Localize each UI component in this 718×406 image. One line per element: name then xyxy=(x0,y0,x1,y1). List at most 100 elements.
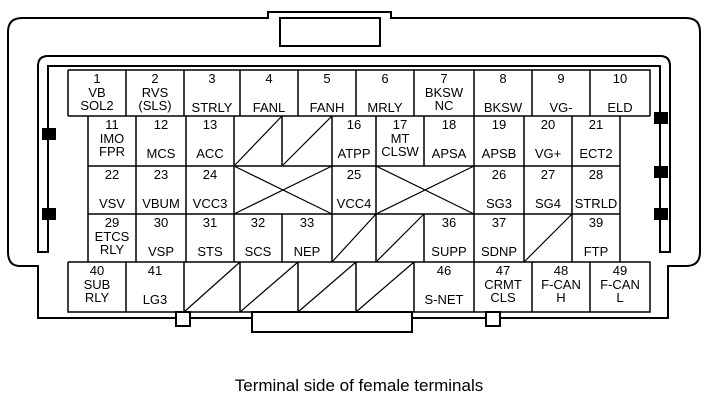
terminal-label-49-line1: F-CAN xyxy=(600,277,640,292)
empty-cavity-35 xyxy=(375,213,425,263)
empty-cavity-14 xyxy=(233,115,283,167)
terminal-number-24: 24 xyxy=(203,167,217,182)
empty-cavity-45 xyxy=(355,261,415,313)
terminal-label-30: VSP xyxy=(148,244,174,259)
terminal-label-40-line2: RLY xyxy=(85,290,110,305)
terminal-label-1-line2: SOL2 xyxy=(80,98,113,113)
terminal-label-20: VG+ xyxy=(535,146,561,161)
empty-cavity-15 xyxy=(281,115,333,167)
terminal-number-2: 2 xyxy=(151,71,158,86)
terminal-number-48: 48 xyxy=(554,263,568,278)
terminal-label-1-line1: VB xyxy=(88,85,105,100)
empty-cavity-marks xyxy=(183,115,573,313)
empty-cavity-38 xyxy=(523,213,573,263)
terminal-label-36: SUPP xyxy=(431,244,466,259)
terminal-number-47: 47 xyxy=(496,263,510,278)
terminal-number-6: 6 xyxy=(381,71,388,86)
terminal-number-21: 21 xyxy=(589,117,603,132)
terminal-label-2-line2: (SLS) xyxy=(138,98,171,113)
terminal-label-24: VCC3 xyxy=(193,196,228,211)
connector-housing-outline xyxy=(7,11,701,319)
empty-cavity-cross-a2 xyxy=(233,165,333,215)
terminal-number-16: 16 xyxy=(347,117,361,132)
terminal-label-23: VBUM xyxy=(142,196,180,211)
terminal-label-39: FTP xyxy=(584,244,609,259)
terminal-label-49-line2: L xyxy=(616,290,623,305)
terminal-label-4: FANL xyxy=(253,100,286,115)
terminal-number-49: 49 xyxy=(613,263,627,278)
terminal-label-29-line1: ETCS xyxy=(95,229,130,244)
terminal-number-9: 9 xyxy=(557,71,564,86)
terminal-label-32: SCS xyxy=(245,244,272,259)
terminal-number-33: 33 xyxy=(300,215,314,230)
terminal-number-18: 18 xyxy=(442,117,456,132)
terminal-number-31: 31 xyxy=(203,215,217,230)
terminal-label-48-line1: F-CAN xyxy=(541,277,581,292)
terminal-label-7-line1: BKSW xyxy=(425,85,464,100)
right-key-tab-middle xyxy=(654,166,668,178)
terminal-label-28: STRLD xyxy=(575,196,618,211)
terminal-number-41: 41 xyxy=(148,263,162,278)
terminal-labels: 1VBSOL22RVS(SLS)3STRLY4FANL5FANH6MRLY7BK… xyxy=(80,71,639,307)
terminal-number-3: 3 xyxy=(208,71,215,86)
terminal-number-5: 5 xyxy=(323,71,330,86)
terminal-label-19: APSB xyxy=(482,146,517,161)
terminal-label-10: ELD xyxy=(607,100,632,115)
terminal-number-17: 17 xyxy=(393,117,407,132)
terminal-label-33: NEP xyxy=(294,244,321,259)
terminal-number-25: 25 xyxy=(347,167,361,182)
top-latch xyxy=(279,17,381,47)
terminal-label-12: MCS xyxy=(147,146,176,161)
terminal-label-37: SDNP xyxy=(481,244,517,259)
terminal-label-22: VSV xyxy=(99,196,125,211)
terminal-label-17-line2: CLSW xyxy=(381,144,419,159)
terminal-number-23: 23 xyxy=(154,167,168,182)
terminal-number-26: 26 xyxy=(492,167,506,182)
terminal-label-46: S-NET xyxy=(425,292,464,307)
empty-cavity-43 xyxy=(239,261,299,313)
terminal-label-47-line1: CRMT xyxy=(484,277,522,292)
terminal-number-1: 1 xyxy=(93,71,100,86)
terminal-number-13: 13 xyxy=(203,117,217,132)
empty-cavity-34 xyxy=(331,213,377,263)
terminal-label-13: ACC xyxy=(196,146,223,161)
terminal-label-48-line2: H xyxy=(556,290,565,305)
terminal-number-8: 8 xyxy=(499,71,506,86)
terminal-number-10: 10 xyxy=(613,71,627,86)
terminal-number-36: 36 xyxy=(442,215,456,230)
bottom-latch xyxy=(175,311,501,333)
terminal-label-6: MRLY xyxy=(367,100,402,115)
terminal-label-11-line2: FPR xyxy=(99,144,125,159)
empty-cavity-42 xyxy=(183,261,241,313)
terminal-number-32: 32 xyxy=(251,215,265,230)
terminal-number-12: 12 xyxy=(154,117,168,132)
terminal-label-5: FANH xyxy=(310,100,345,115)
terminal-number-7: 7 xyxy=(440,71,447,86)
terminal-number-37: 37 xyxy=(492,215,506,230)
terminal-number-46: 46 xyxy=(437,263,451,278)
diagram-caption: Terminal side of female terminals xyxy=(234,376,484,395)
terminal-number-20: 20 xyxy=(541,117,555,132)
terminal-label-9: VG- xyxy=(549,100,572,115)
terminal-number-4: 4 xyxy=(265,71,272,86)
terminal-label-2-line1: RVS xyxy=(142,85,169,100)
terminal-label-18: APSA xyxy=(432,146,467,161)
right-key-tab-top xyxy=(654,112,668,124)
terminal-label-41: LG3 xyxy=(143,292,168,307)
terminal-label-26: SG3 xyxy=(486,196,512,211)
terminal-label-21: ECT2 xyxy=(579,146,612,161)
left-key-tab-lower xyxy=(42,208,56,220)
terminal-number-29: 29 xyxy=(105,215,119,230)
terminal-number-11: 11 xyxy=(105,117,119,132)
terminal-number-40: 40 xyxy=(90,263,104,278)
terminal-label-31: STS xyxy=(197,244,223,259)
terminal-number-30: 30 xyxy=(154,215,168,230)
terminal-label-27: SG4 xyxy=(535,196,561,211)
terminal-number-19: 19 xyxy=(492,117,506,132)
terminal-label-40-line1: SUB xyxy=(84,277,111,292)
terminal-number-27: 27 xyxy=(541,167,555,182)
terminal-label-47-line2: CLS xyxy=(490,290,516,305)
terminal-number-39: 39 xyxy=(589,215,603,230)
terminal-label-11-line1: IMO xyxy=(100,131,125,146)
